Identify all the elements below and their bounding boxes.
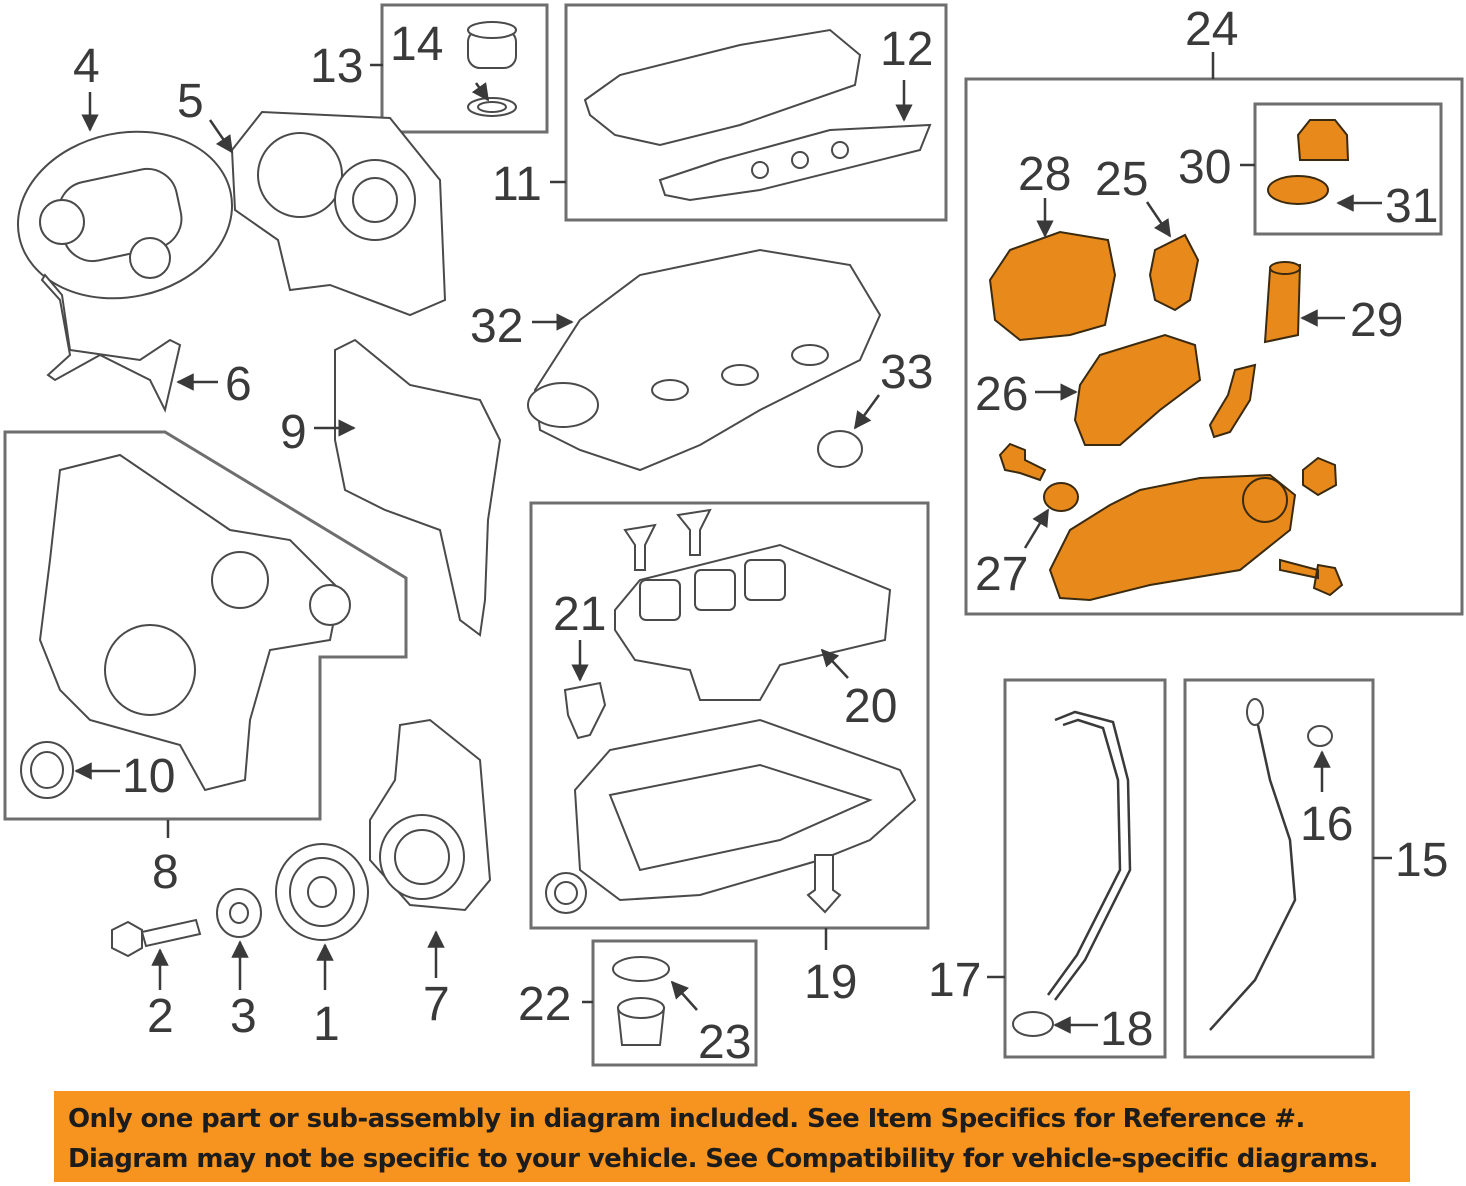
leader-lines bbox=[74, 52, 1392, 1034]
cover-gasket-part bbox=[334, 338, 502, 637]
callout-31: 31 bbox=[1385, 180, 1438, 233]
disclaimer-banner: Only one part or sub-assembly in diagram… bbox=[54, 1091, 1410, 1182]
bedplate-part bbox=[614, 543, 892, 701]
cap-oring-part bbox=[1267, 175, 1329, 205]
callout-6: 6 bbox=[225, 358, 252, 411]
intake-manifold-part bbox=[527, 248, 882, 472]
callout-20: 20 bbox=[844, 680, 897, 733]
housing-cap-part bbox=[1302, 456, 1338, 497]
crank-pulley-part bbox=[275, 843, 369, 941]
front-cover-part bbox=[16, 130, 234, 300]
callout-14: 14 bbox=[390, 18, 443, 71]
callout-29: 29 bbox=[1350, 294, 1403, 347]
baffle-part bbox=[563, 681, 607, 740]
filter-cap-part bbox=[1296, 119, 1350, 161]
group-box-13 bbox=[380, 3, 549, 134]
callout-10: 10 bbox=[122, 750, 175, 803]
group-box-30 bbox=[1253, 102, 1443, 236]
callout-15: 15 bbox=[1395, 834, 1448, 887]
washer-part bbox=[216, 888, 262, 938]
timing-cover-part bbox=[230, 110, 447, 317]
group-box-17 bbox=[1003, 678, 1167, 1059]
valve-cover-part bbox=[583, 28, 932, 202]
group-box-15 bbox=[1183, 678, 1375, 1059]
sensor-bolt-part bbox=[998, 442, 1047, 482]
front-housing-part bbox=[38, 453, 351, 792]
callout-27: 27 bbox=[975, 548, 1028, 601]
callout-32: 32 bbox=[470, 300, 523, 353]
oil-filler-cap-part bbox=[467, 21, 517, 117]
callout-28: 28 bbox=[1018, 148, 1071, 201]
callout-8: 8 bbox=[152, 846, 179, 899]
callout-21: 21 bbox=[553, 588, 606, 641]
lower-cover-part bbox=[369, 718, 492, 912]
dipstick-part bbox=[1209, 698, 1333, 1031]
callout-17: 17 bbox=[928, 954, 981, 1007]
callout-33: 33 bbox=[880, 346, 933, 399]
manifold-seal-part bbox=[817, 430, 863, 468]
callout-12: 12 bbox=[880, 23, 933, 76]
oil-pan-seal-part bbox=[545, 872, 587, 914]
callout-4: 4 bbox=[73, 40, 100, 93]
drain-plug-part bbox=[806, 854, 842, 914]
callout-25: 25 bbox=[1095, 153, 1148, 206]
housing-plug-part bbox=[1043, 482, 1079, 512]
group-box-19 bbox=[529, 501, 930, 930]
oil-pan-part bbox=[573, 718, 917, 902]
callout-30: 30 bbox=[1178, 141, 1231, 194]
callout-16: 16 bbox=[1300, 798, 1353, 851]
callout-18: 18 bbox=[1100, 1003, 1153, 1056]
crank-seal-part bbox=[20, 741, 74, 799]
filter-adapter-part bbox=[1073, 333, 1202, 446]
callout-1: 1 bbox=[313, 998, 340, 1051]
callout-22: 22 bbox=[518, 978, 571, 1031]
bedplate-bolt-part bbox=[623, 508, 712, 571]
plug-seal-part bbox=[612, 956, 670, 1046]
disclaimer-line-1: Only one part or sub-assembly in diagram… bbox=[68, 1104, 1305, 1134]
callout-24: 24 bbox=[1185, 3, 1238, 56]
callout-13: 13 bbox=[310, 40, 363, 93]
filter-element-part bbox=[1263, 263, 1302, 344]
oil-cooler-part bbox=[988, 230, 1117, 342]
callout-3: 3 bbox=[230, 990, 257, 1043]
housing-bolt-part bbox=[1279, 558, 1344, 597]
callout-23: 23 bbox=[698, 1016, 751, 1069]
callout-5: 5 bbox=[177, 75, 204, 128]
oil-filter-housing-assembly bbox=[988, 119, 1350, 602]
group-box-11 bbox=[564, 3, 948, 222]
pulley-bolt-part bbox=[111, 918, 202, 958]
callout-9: 9 bbox=[280, 406, 307, 459]
filter-housing-part bbox=[1048, 473, 1297, 602]
timing-guide-part bbox=[40, 273, 182, 413]
callout-2: 2 bbox=[147, 990, 174, 1043]
dipstick-tube-part bbox=[1012, 710, 1132, 1037]
callout-26: 26 bbox=[975, 368, 1028, 421]
cooler-gasket-part bbox=[1148, 233, 1200, 312]
group-box-8 bbox=[3, 430, 408, 821]
callout-19: 19 bbox=[804, 956, 857, 1009]
callout-7: 7 bbox=[423, 978, 450, 1031]
callout-11: 11 bbox=[492, 158, 542, 211]
disclaimer-line-2: Diagram may not be specific to your vehi… bbox=[68, 1144, 1378, 1174]
bypass-valve-part bbox=[1208, 363, 1257, 439]
